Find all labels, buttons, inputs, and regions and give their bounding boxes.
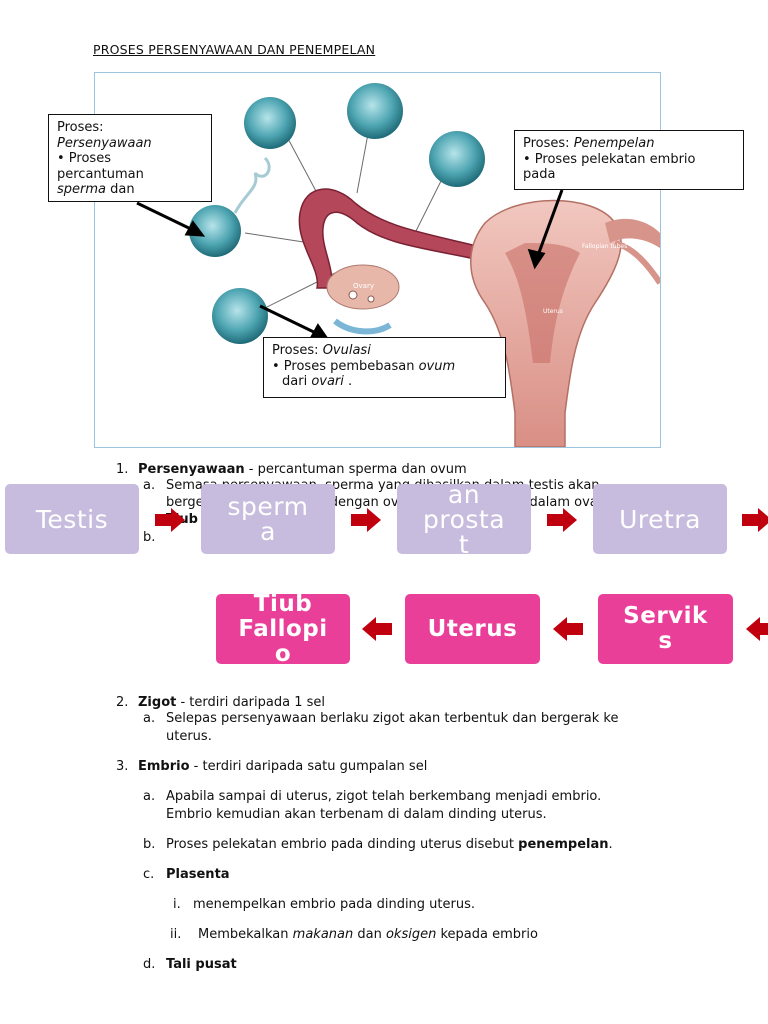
flow-box-testis-label: Testis (35, 504, 109, 534)
callout-fertilisation-line3: • Proses (57, 151, 111, 166)
item3-a-line1: Apabila sampai di uterus, zigot telah be… (166, 789, 602, 804)
flow-box-uterus-label: Uterus (427, 615, 518, 642)
item3-ci-marker: i. (173, 897, 181, 912)
reproductive-system-illustration: Ovary Fallopian tubes Uterus (136, 83, 660, 447)
callout-ovulation-term: Ovulasi (322, 343, 371, 358)
item3-b: Proses pelekatan embrio pada dinding ute… (166, 836, 613, 853)
callout-ovulation: Proses: Ovulasi • Proses pembebasan ovum… (263, 337, 506, 398)
flow-box-tiub-fallopio: Tiub Fallopi o (216, 594, 350, 664)
item3-ci-text: menempelkan embrio pada dinding uterus. (193, 897, 476, 912)
item3-cii-text1: Membekalkan (198, 927, 293, 942)
callout-ovulation-period: . (343, 374, 353, 389)
item1: 1. (116, 461, 128, 478)
flow-box-uterus: Uterus (405, 594, 540, 664)
flow-box-uretra: Uretra (593, 484, 727, 554)
item3-desc: - terdiri daripada satu gumpalan sel (189, 759, 428, 774)
flow-arrow-left-icon (553, 617, 583, 641)
flow-box-serviks: Servik s (598, 594, 733, 664)
item2-a-line2: uterus. (166, 729, 212, 744)
flow-arrow-left-icon (362, 617, 392, 641)
item3-d-term: Tali pusat (166, 957, 237, 972)
callout-implantation-term: Penempelan (573, 136, 655, 151)
flow-box-uretra-label: Uretra (619, 504, 701, 534)
uterus-label: Uterus (543, 308, 563, 315)
item3-d-marker: d. (143, 957, 156, 972)
callout-fertilisation-line1: Proses: (57, 120, 104, 135)
item3-cii-marker: ii. (170, 927, 182, 942)
item3-cii-makanan: makanan (292, 927, 354, 942)
reproduction-figure: Ovary Fallopian tubes Uterus Proses: Per… (48, 72, 744, 448)
item1-heading: Persenyawaan - percantuman sperma dan ov… (138, 461, 467, 478)
item3-cii-text2: dan (353, 927, 386, 942)
flow-box-sperma-label: sperm a (227, 492, 309, 546)
item1-term: Persenyawaan (138, 462, 245, 477)
callout-fertilisation-dan: dan (106, 182, 135, 197)
flow-box-serviks-label: Servik s (623, 603, 708, 654)
callout-implantation-line3: pada (523, 167, 556, 182)
item1-a-marker: a. (143, 478, 156, 493)
item3-number: 3. (116, 759, 129, 774)
item3-heading: Embrio - terdiri daripada satu gumpalan … (138, 758, 427, 775)
callout-fertilisation-line2: Persenyawaan (57, 135, 152, 151)
ovary-shape (326, 264, 400, 310)
callout-implantation: Proses: Penempelan • Proses pelekatan em… (514, 130, 744, 190)
callout-ovulation-line2a: • Proses pembebasan (272, 358, 419, 374)
callout-ovulation-prefix: Proses: (272, 343, 323, 358)
item3-b-bold: penempelan (518, 837, 609, 852)
item3-b-marker: b. (143, 837, 156, 852)
item3-cii: Membekalkan makanan dan oksigen kepada e… (198, 926, 538, 943)
callout-fertilisation-sperma: sperma (57, 182, 106, 197)
page-title: PROSES PERSENYAWAAN DAN PENEMPELAN (93, 42, 376, 57)
callout-implantation-prefix: Proses: (523, 136, 574, 151)
callout-ovulation-ovari: ovari (311, 374, 344, 389)
item3-b-end: . (608, 837, 613, 852)
item3-c-term: Plasenta (166, 867, 230, 882)
item2-heading: Zigot - terdiri daripada 1 sel (138, 694, 325, 711)
item3-term: Embrio (138, 759, 190, 774)
item1-desc: - percantuman sperma dan ovum (244, 462, 467, 477)
flow-box-tiub-fallopio-label: Tiub Fallopi o (238, 594, 328, 664)
flow-arrow-right-icon (155, 508, 185, 532)
item3-cii-oksigen: oksigen (385, 927, 437, 942)
callout-fertilisation: Proses: Persenyawaan • Proses percantuma… (48, 114, 212, 202)
flow-box-sperma: sperm a (201, 484, 335, 554)
item3-b-text: Proses pelekatan embrio pada dinding ute… (166, 837, 519, 852)
item3-cii-text3: kepada embrio (436, 927, 538, 942)
callout-implantation-line2: • Proses pelekatan embrio (523, 151, 696, 167)
cell-cluster (189, 83, 485, 344)
item3-a-line2: Embrio kemudian akan terbenam di dalam d… (166, 807, 547, 822)
flow-arrow-right-icon (351, 508, 381, 532)
flow-box-testis: Testis (5, 484, 139, 554)
item2-term: Zigot (138, 695, 177, 710)
flow-box-prostat-label: an prosta t (422, 484, 506, 554)
item3-a-marker: a. (143, 789, 156, 804)
callout-ovulation-line3a: dari (282, 374, 312, 389)
item1-number: 1. (116, 462, 129, 477)
callout-fertilisation-line4: percantuman (57, 166, 144, 182)
ovary-label: Ovary (353, 282, 374, 290)
flow-arrow-right-icon (547, 508, 577, 532)
flow-arrow-left-icon (746, 617, 768, 641)
item2-number: 2. (116, 695, 129, 710)
item3-c-marker: c. (143, 867, 155, 882)
flow-arrow-right-icon (742, 508, 768, 532)
item2-desc: - terdiri daripada 1 sel (176, 695, 325, 710)
fallopian-label: Fallopian tubes (582, 243, 627, 250)
item2-a-marker: a. (143, 711, 156, 726)
callout-ovulation-ovum: ovum (418, 358, 456, 374)
item2-a-line1: Selepas persenyawaan berlaku zigot akan … (166, 711, 619, 726)
item1-b-marker: b. (143, 530, 156, 545)
flow-box-prostat: an prosta t (397, 484, 531, 554)
